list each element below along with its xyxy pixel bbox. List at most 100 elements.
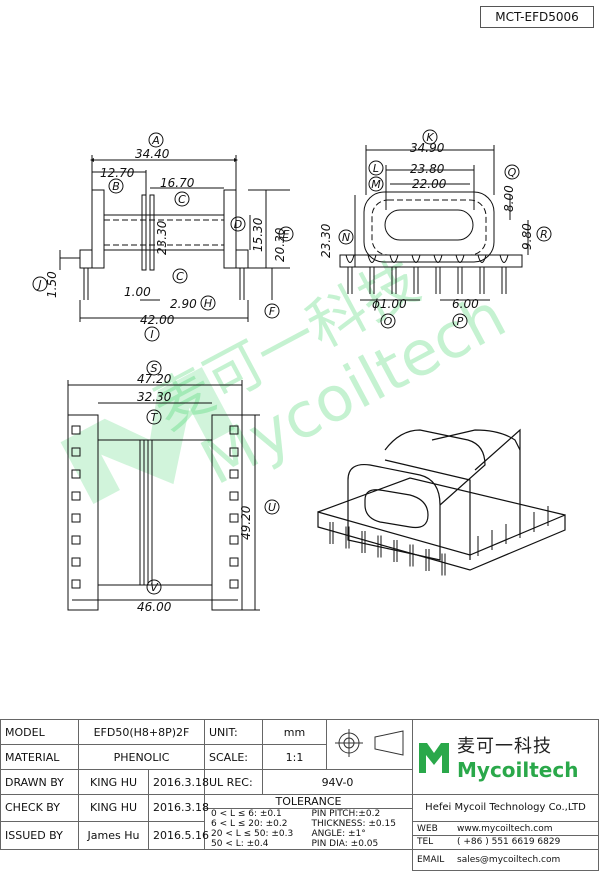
side-pins (345, 254, 509, 294)
callout-letter-F: F (269, 305, 276, 318)
callout-circle-K (422, 129, 438, 145)
bottom-pad-left (71, 557, 81, 567)
tolerance-block: TOLERANCE 0 < L ≤ 6: ±0.1 6 < L ≤ 20: ±0… (204, 794, 413, 850)
check-label: CHECK BY (0, 794, 79, 822)
dim-C-mid: 23.30 (155, 220, 169, 255)
callout-circle-J (32, 276, 48, 292)
bottom-pads (71, 425, 239, 589)
company-name: Hefei Mycoil Technology Co.,LTD (411, 794, 600, 822)
left-flange-base (79, 249, 93, 269)
email-value[interactable]: sales@mycoiltech.com (457, 855, 561, 865)
drawn-date: 2016.3.18 (148, 769, 209, 795)
tel-label: TEL (417, 836, 434, 847)
callout-letter-D: D (234, 218, 242, 231)
callout-circle-O (380, 313, 396, 329)
callout-letter-T: T (151, 411, 159, 424)
callout-letter-A: A (151, 134, 160, 147)
callout-circle-N (338, 229, 354, 245)
dim-V: 46.00 (137, 600, 172, 614)
bottom-pad-right (229, 579, 239, 589)
front-dimensions: 34.40 12.70 16.70 23.30 15.30 20.30 1.50… (45, 147, 287, 327)
dim-A: 34.40 (135, 147, 170, 161)
side-flange-outer (363, 191, 495, 263)
callout-circle-L (368, 160, 384, 176)
tol-right-1: THICKNESS: ±0.15 (311, 819, 396, 829)
drawing-number: MCT-EFD5006 (480, 6, 594, 28)
side-pin-slot (367, 254, 377, 263)
iso-flange-top (384, 429, 486, 506)
dim-O: ϕ1.00 (372, 297, 407, 311)
dim-C-bot: 1.00 (124, 285, 151, 299)
callout-circle-R (536, 226, 552, 242)
bottom-pad-right (229, 447, 239, 457)
dim-B: 12.70 (100, 166, 135, 180)
callout-letter-H: H (204, 297, 212, 310)
dim-S: 47.20 (137, 372, 172, 386)
right-flange (223, 189, 237, 269)
tol-right-0: PIN PITCH:±0.2 (311, 809, 381, 819)
callout-letter-Q: Q (508, 166, 517, 179)
side-pin-slot (345, 254, 355, 263)
side-dimensions: 34.90 23.80 22.00 23.30 8.00 9.80 ϕ1.00 … (319, 141, 534, 311)
dim-C-top: 16.70 (160, 176, 195, 190)
callout-letter-B: B (112, 180, 120, 193)
callout-circle-P (452, 313, 468, 329)
left-flange (91, 189, 105, 269)
side-pin-slot (455, 254, 465, 263)
callout-letter-N: N (342, 231, 350, 244)
issued-date: 2016.5.16 (148, 820, 209, 851)
dim-R: 9.80 (520, 223, 534, 250)
web-label: WEB (417, 823, 438, 834)
callout-letter-J: J (36, 278, 41, 291)
callout-circle-T (146, 409, 162, 425)
tol-left-3: 50 < L: ±0.4 (211, 839, 269, 849)
side-flange-inner (371, 199, 487, 256)
bottom-pad-right (229, 469, 239, 479)
dim-L: 23.80 (410, 162, 445, 176)
callout-letter-R: R (540, 228, 548, 241)
bottom-pad-left (71, 425, 81, 435)
side-view (339, 145, 529, 301)
tol-left-0: 0 < L ≤ 6: ±0.1 (211, 809, 282, 819)
dim-P: 6.00 (452, 297, 479, 311)
callout-circle-D (230, 216, 246, 232)
drawn-label: DRAWN BY (0, 769, 79, 795)
drawing-sheet: MCT-EFD5006 麦可一科技 Mycoiltech (0, 6, 600, 871)
bottom-pad-right (229, 491, 239, 501)
model-value: EFD50(H8+8P)2F (78, 719, 205, 745)
callout-circle-F (264, 303, 280, 319)
company-logo: 麦可一科技 Mycoiltech (411, 719, 600, 795)
iso-window (364, 489, 429, 529)
tolerance-label: TOLERANCE (205, 795, 412, 809)
callout-circle-S (146, 360, 162, 376)
callout-letter-L: L (373, 162, 379, 175)
web-value[interactable]: www.mycoiltech.com (457, 823, 553, 834)
drawn-name: KING HU (78, 769, 149, 795)
bottom-pad-right (229, 535, 239, 545)
callout-circle-U (264, 499, 280, 515)
issued-name: James Hu (78, 820, 149, 851)
callout-circle-B (108, 178, 124, 194)
mycoil-logo-icon (419, 743, 449, 773)
callout-letter-P: P (457, 315, 464, 328)
check-name: KING HU (78, 794, 149, 822)
callout-circle-V (146, 579, 162, 595)
callout-letter-C: C (178, 193, 186, 206)
bottom-pad-left (71, 491, 81, 501)
technical-drawing: 麦可一科技 Mycoiltech (32, 129, 566, 614)
bottom-pad-right (229, 513, 239, 523)
projection-symbol (326, 719, 413, 770)
tol-right-2: ANGLE: ±1° (311, 829, 366, 839)
side-pin-slot (433, 254, 443, 263)
callout-circle-C (172, 268, 188, 284)
callout-circle-A (148, 132, 164, 148)
company-name-en: Mycoiltech (457, 758, 579, 782)
callout-letter-C: C (176, 270, 184, 283)
callout-circle-I (144, 326, 160, 342)
callout-letter-V: V (150, 581, 159, 594)
dim-I: 42.00 (140, 313, 175, 327)
issued-label: ISSUED BY (0, 820, 79, 851)
scale-value: 1:1 (262, 744, 327, 770)
bottom-left-rail (67, 414, 99, 611)
